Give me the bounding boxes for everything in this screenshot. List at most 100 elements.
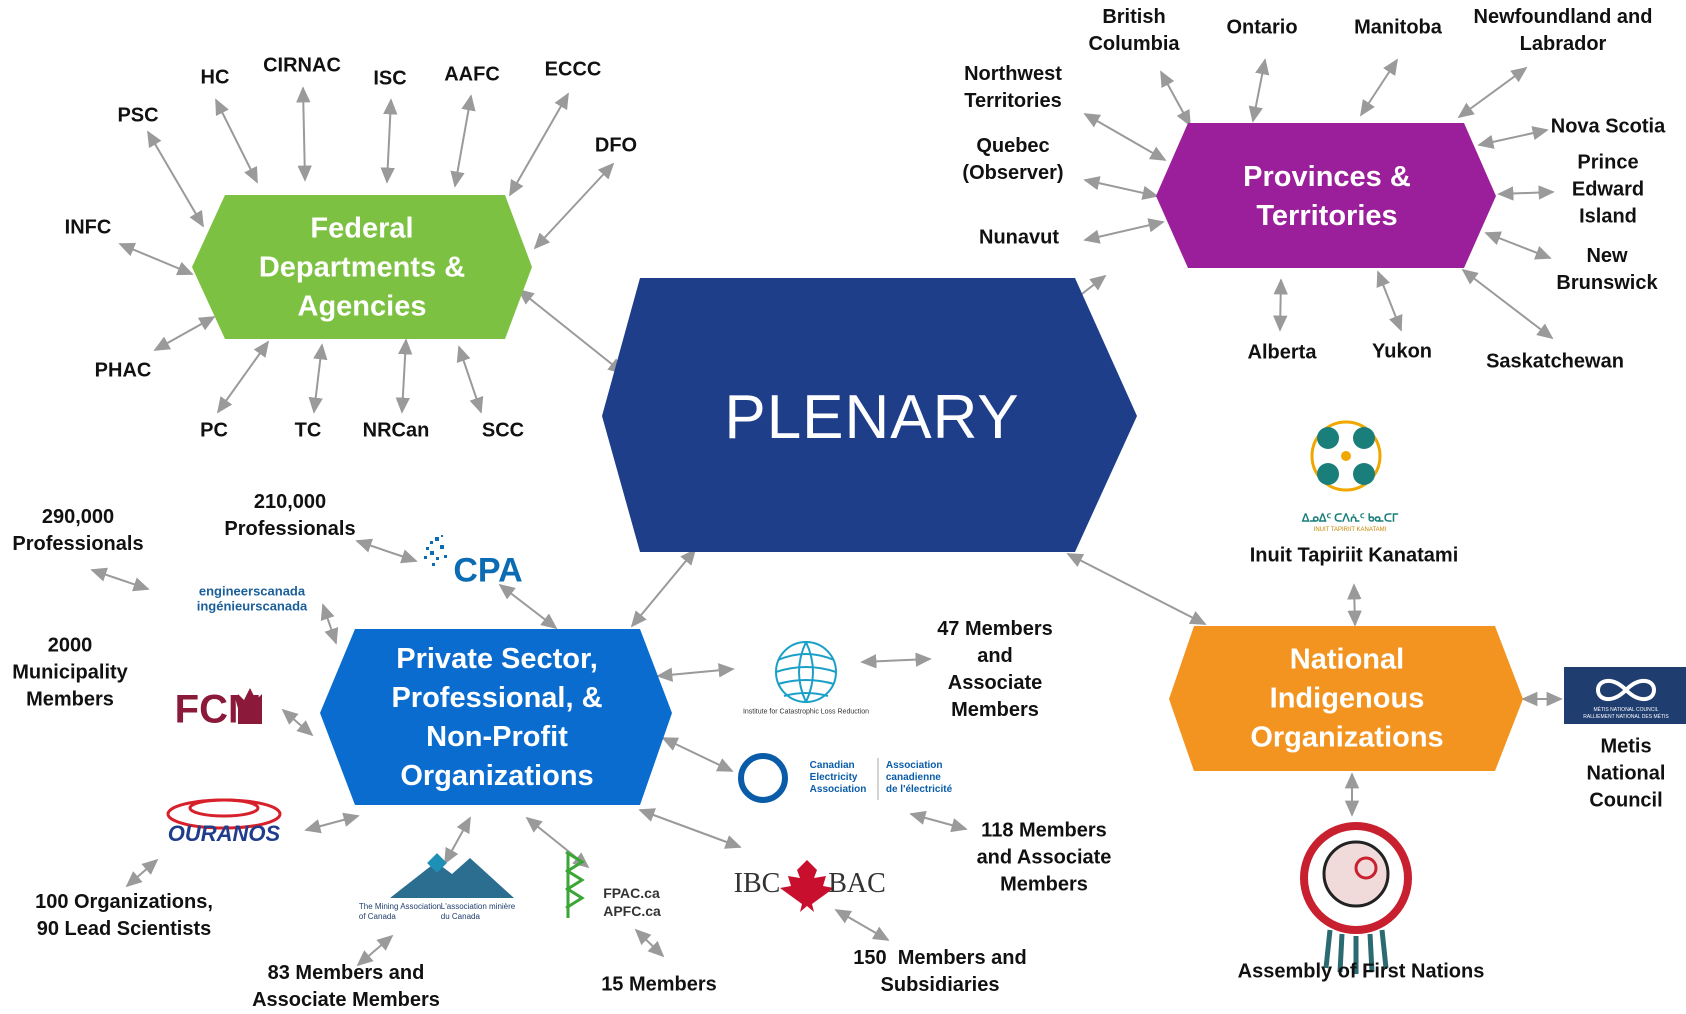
cpa-logo: [424, 535, 447, 566]
mnc-label: Metis National Council: [1586, 735, 1666, 812]
connector-arrow: [661, 737, 734, 772]
connector-arrow: [834, 909, 890, 941]
province-british-columbia: British Columbia: [1088, 6, 1180, 55]
cpa-logo-text: CPA: [453, 551, 523, 590]
itk-small-text: INUIT TAPIRIIT KANATAMI: [1313, 527, 1387, 533]
itk-syllabics: ᐃᓄᐃᑦ ᑕᐱᕇᑦ ᑲᓇᑕᒥ: [1301, 512, 1399, 525]
connector-arrow: [296, 86, 312, 182]
connector-arrow: [1083, 176, 1159, 200]
province-yukon: Yukon: [1371, 340, 1433, 363]
province-alberta: Alberta: [1247, 341, 1317, 364]
ibc-count: 150 Members and Subsidiaries: [853, 947, 1027, 996]
federal-label: Federal Departments & Agencies: [258, 212, 466, 323]
connector-arrow: [1347, 583, 1362, 627]
afn-logo-icon: [1300, 822, 1412, 974]
connector-arrow: [1083, 113, 1167, 161]
province-nova-scotia: Nova Scotia: [1550, 115, 1666, 138]
bac-logo-text: BAC: [828, 868, 886, 899]
connector-arrow: [909, 810, 968, 833]
connector-arrow: [125, 858, 159, 888]
connector-arrow: [215, 98, 258, 184]
engineers-canada-logo-en: engineerscanada: [198, 583, 306, 599]
federal-member-aafc: AAFC: [444, 63, 500, 86]
ouranos-count: 100 Organizations, 90 Lead Scientists: [35, 891, 213, 940]
federal-member-tc: TC: [294, 419, 322, 442]
federal-member-cirnac: CIRNAC: [263, 54, 341, 77]
engineers-canada-logo-fr: ingénieurscanada: [196, 598, 308, 614]
connector-arrow: [444, 816, 471, 865]
federal-member-isc: ISC: [373, 67, 407, 90]
connector-arrow: [1360, 58, 1398, 117]
private-hexagon: [320, 629, 672, 805]
connector-arrow: [630, 548, 697, 628]
connector-arrow: [1160, 70, 1191, 127]
connector-arrow: [456, 345, 484, 414]
connector-arrow: [308, 343, 328, 414]
connector-arrow: [395, 338, 413, 414]
connector-arrow: [147, 130, 204, 228]
plenary-label: PLENARY: [724, 383, 1020, 452]
indigenous-hexagon: [1169, 626, 1523, 771]
mining-logo-en: The Mining Association of Canada: [358, 902, 442, 921]
mining-logo-fr: L'association minière du Canada: [440, 902, 516, 921]
itk-label: Inuit Tapiriit Kanatami: [1249, 544, 1459, 567]
connector-arrow: [656, 663, 735, 682]
province-nunavut: Nunavut: [979, 226, 1059, 249]
cpa-count: 210,000 Professionals: [224, 491, 356, 540]
federal-member-nrcan: NRCan: [362, 419, 430, 442]
connector-arrow: [638, 808, 742, 849]
connector-arrow: [1248, 58, 1270, 123]
cea-logo: [738, 753, 879, 803]
federal-member-psc: PSC: [117, 104, 159, 127]
connector-arrow: [1477, 126, 1549, 149]
engineers-canada-count: 290,000 Professionals: [12, 506, 144, 555]
province-manitoba: Manitoba: [1354, 16, 1442, 39]
iclr-globe-icon: [775, 641, 837, 703]
federal-member-scc: SCC: [481, 419, 525, 442]
cea-logo-fr: Association canadienne de l'électricité: [885, 760, 953, 795]
ibc-maple-leaf-icon: [780, 860, 834, 912]
connector-arrow: [1083, 218, 1165, 244]
connector-arrow: [1457, 66, 1528, 119]
connector-arrow: [498, 583, 558, 630]
cea-e-icon: [738, 753, 788, 803]
federal-member-infc: INFC: [64, 216, 112, 239]
connector-arrow: [380, 98, 398, 184]
afn-label: Assembly of First Nations: [1237, 960, 1485, 983]
connector-arrow: [860, 652, 932, 669]
federal-hexagon: [192, 195, 532, 339]
iclr-count: 47 Members and Associate Members: [937, 618, 1053, 721]
connector-arrow: [1461, 268, 1554, 340]
connector-arrow: [634, 928, 665, 958]
federal-member-phac: PHAC: [94, 359, 152, 382]
cea-logo-en: Canadian Electricity Association: [809, 760, 867, 795]
connector-arrow: [450, 94, 476, 188]
connector-arrow: [356, 934, 394, 967]
mining-count: 83 Members and Associate Members: [252, 962, 440, 1011]
connector-arrow: [1376, 270, 1403, 332]
fpac-logo-text: FPAC.ca APFC.ca: [603, 885, 661, 919]
ouranos-swirl-icon: [166, 798, 282, 830]
fpac-count: 15 Members: [601, 973, 717, 996]
itk-logo-icon: [1310, 420, 1382, 492]
connector-arrow: [304, 812, 360, 834]
indigenous-label: National Indigenous Organizations: [1250, 643, 1444, 754]
metis-logo: [1564, 667, 1686, 724]
fpac-tree-icon: [565, 850, 585, 918]
province-saskatchewan: Saskatchewan: [1486, 350, 1624, 373]
connector-arrow: [1484, 231, 1552, 260]
connector-arrow: [153, 316, 216, 351]
connector-arrow: [355, 538, 418, 564]
federal-member-hc: HC: [200, 66, 230, 89]
federal-member-eccc: ECCC: [544, 58, 602, 81]
private-label: Private Sector, Professional, & Non-Prof…: [391, 643, 603, 792]
mnc-logo-en: MÉTIS NATIONAL COUNCIL: [1593, 707, 1659, 713]
fcm-count: 2000 Municipality Members: [12, 634, 128, 711]
province-pei: Prince Edward Island: [1571, 151, 1645, 228]
province-quebec: Quebec (Observer): [962, 135, 1064, 184]
cea-count: 118 Members and Associate Members: [976, 819, 1112, 896]
province-new-brunswick: New Brunswick: [1556, 245, 1658, 294]
plenary-hexagon: [602, 278, 1137, 552]
provinces-hexagon: [1156, 123, 1496, 268]
